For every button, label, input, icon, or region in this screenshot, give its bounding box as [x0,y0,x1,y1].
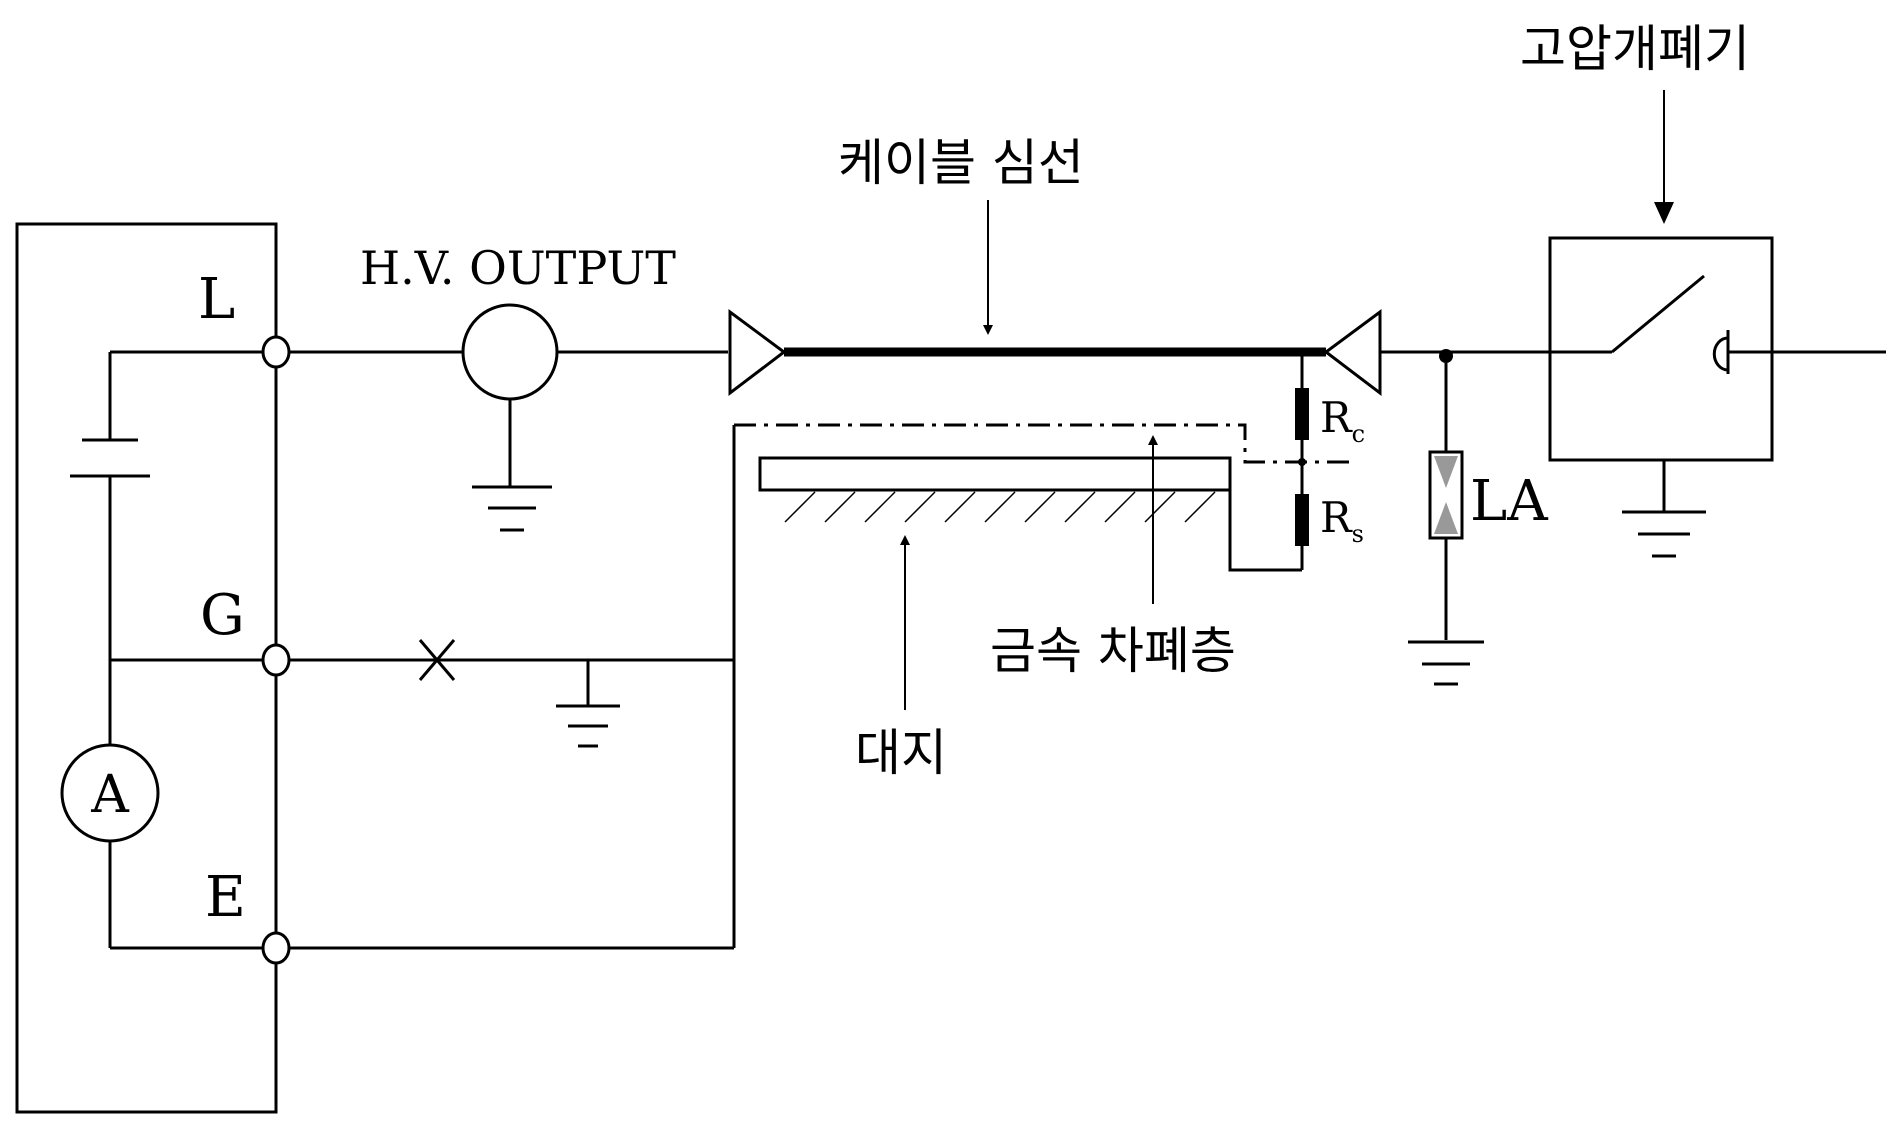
tester-box [15,222,278,1114]
ammeter: A [60,743,263,950]
terminal-l-label: L [198,267,235,332]
cable-right-termination [1323,309,1382,397]
rc-label-main: R [1320,393,1353,442]
guard-line [289,639,734,748]
ammeter-label: A [90,765,130,825]
hv-switch [1548,236,1886,558]
hv-output-source [289,303,728,532]
right-line [1380,349,1550,363]
resistor-rs [1295,494,1309,570]
metal-shield-label: 금속 차폐층 [990,622,1236,680]
rs-label-sub: s [1352,520,1364,548]
arrester-label: LA [1470,469,1548,534]
internal-source [70,350,263,745]
hv-output-label: H.V. OUTPUT [360,241,676,295]
hv-switch-label: 고압개폐기 [1520,20,1750,78]
cable-left-termination [728,309,787,397]
rs-label-main: R [1320,493,1353,542]
resistor-rc [1295,352,1309,494]
ground-label: 대지 [855,724,947,782]
terminal-g [261,643,291,677]
rc-label: Rc [1320,393,1365,448]
terminal-e [261,931,291,965]
terminal-l [261,335,291,369]
lightning-arrester [1408,356,1484,686]
rc-label-sub: c [1352,420,1365,448]
cable-core-label: 케이블 심선 [838,134,1084,192]
terminal-e-label: E [205,865,246,930]
terminal-g-label: G [200,583,245,648]
rs-label: Rs [1320,493,1364,548]
metal-shield [732,423,1356,948]
ground-plate [758,456,1302,572]
